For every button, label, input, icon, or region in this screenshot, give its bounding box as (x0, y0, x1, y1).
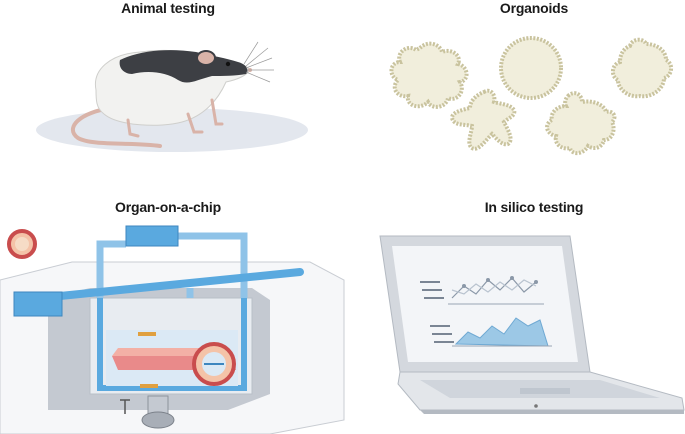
panel-title-in-silico-testing: In silico testing (484, 199, 584, 215)
organoid-branched (545, 91, 617, 155)
organoid-bumpy (611, 37, 673, 99)
organoid-flower (389, 41, 469, 109)
organoid-round (499, 36, 563, 100)
panel-title-animal-testing: Animal testing (121, 0, 215, 16)
organoid-star (449, 88, 517, 151)
panel-title-organoids: Organoids (499, 0, 569, 16)
panel-title-organ-on-a-chip: Organ-on-a-chip (115, 199, 221, 215)
